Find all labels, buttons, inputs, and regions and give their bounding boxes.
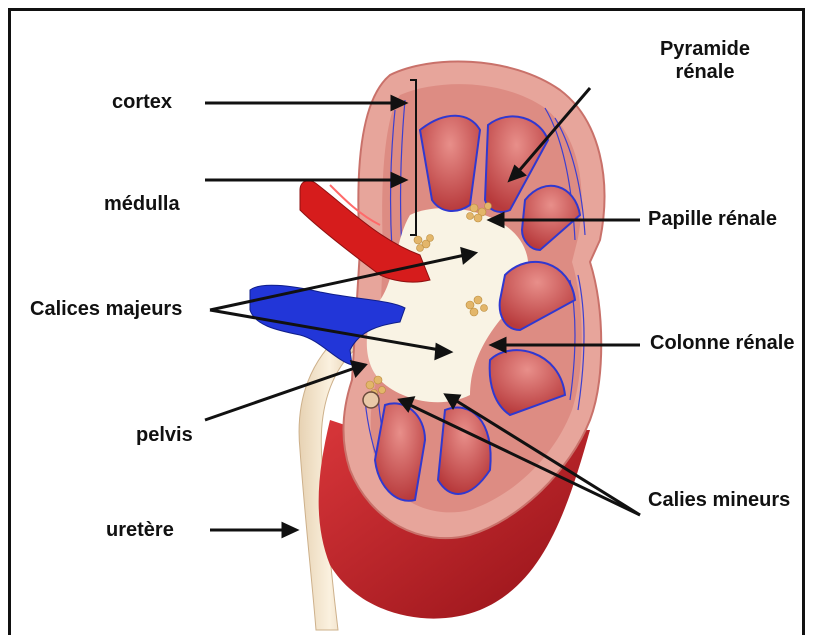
label-calices-majeurs: Calices majeurs — [30, 298, 182, 321]
label-uretere: uretère — [106, 519, 174, 542]
label-colonne-renale: Colonne rénale — [650, 332, 794, 355]
label-pyramide-line1: Pyramide — [640, 38, 770, 61]
label-pyramide-renale: Pyramide rénale — [640, 38, 770, 84]
label-medulla: médulla — [104, 193, 180, 216]
label-pelvis: pelvis — [136, 424, 193, 447]
label-cortex: cortex — [112, 91, 172, 114]
label-pyramide-line2: rénale — [640, 61, 770, 84]
label-calies-mineurs: Calies mineurs — [648, 489, 790, 512]
calyx-opening — [363, 392, 379, 408]
label-papille-renale: Papille rénale — [648, 208, 777, 231]
